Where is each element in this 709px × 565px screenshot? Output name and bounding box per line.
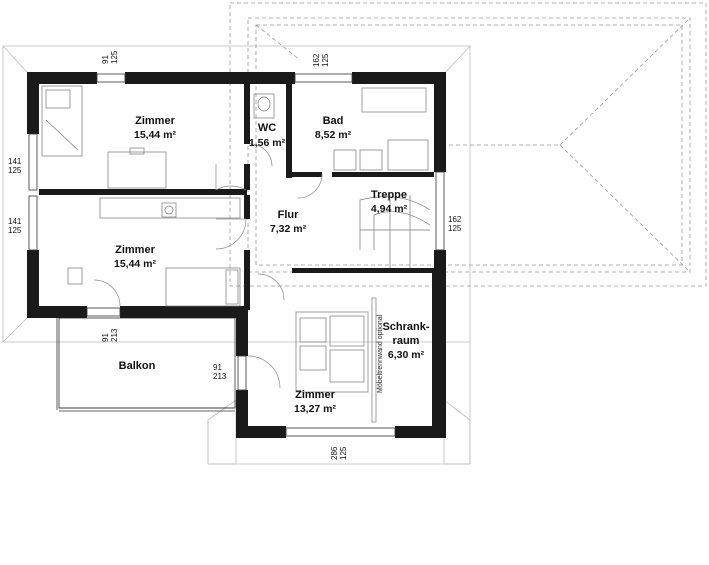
- room-name-line2: raum: [393, 335, 420, 347]
- windows-doors: [28, 73, 445, 437]
- dim-width: 141: [8, 217, 22, 226]
- room-schrankraum: Schrank- raum 6,30 m²: [382, 321, 429, 361]
- walls: [27, 72, 446, 438]
- room-zimmer-s: Zimmer 13,27 m²: [294, 389, 337, 415]
- dim-right-stair-window: 162 125: [448, 215, 462, 233]
- room-name: Zimmer: [115, 244, 155, 256]
- room-area: 6,30 m²: [388, 349, 425, 361]
- dim-width: 141: [8, 157, 22, 166]
- dim-width: 286: [330, 446, 339, 460]
- dim-height: 125: [110, 50, 119, 64]
- dim-height: 213: [110, 328, 119, 342]
- room-area: 1,56 m²: [249, 137, 286, 149]
- dim-top-left-window: 91 125: [101, 50, 119, 64]
- room-name: Zimmer: [295, 389, 335, 401]
- room-zimmer-w: Zimmer 15,44 m²: [114, 244, 157, 270]
- room-wc: WC 1,56 m²: [249, 122, 286, 149]
- dim-height: 125: [8, 226, 22, 235]
- room-flur: Flur 7,32 m²: [270, 209, 307, 235]
- furniture: [41, 85, 431, 423]
- dim-height: 125: [8, 166, 22, 175]
- dim-bottom-window: 286 125: [330, 446, 348, 460]
- dim-height: 213: [213, 372, 227, 381]
- room-name: Balkon: [119, 360, 156, 372]
- room-name: Flur: [278, 209, 299, 221]
- dim-width: 91: [101, 55, 110, 64]
- room-balkon: Balkon: [119, 360, 156, 372]
- room-treppe: Treppe 4,94 m²: [371, 189, 408, 215]
- dim-height: 125: [321, 53, 330, 67]
- garage-roof-dashed: [229, 2, 707, 287]
- room-name: WC: [258, 122, 276, 134]
- room-area: 15,44 m²: [114, 258, 157, 270]
- dim-balkon-door-right: 91 213: [213, 363, 227, 381]
- partition-note: Möbeltrennwand optional: [377, 314, 384, 393]
- dim-balkon-door-left: 91 213: [101, 328, 119, 342]
- room-area: 7,32 m²: [270, 223, 307, 235]
- room-area: 4,94 m²: [371, 203, 408, 215]
- dim-width: 162: [312, 53, 321, 67]
- room-bad: Bad 8,52 m²: [315, 115, 352, 141]
- room-area: 13,27 m²: [294, 403, 337, 415]
- room-area: 8,52 m²: [315, 129, 352, 141]
- dim-width: 91: [101, 333, 110, 342]
- room-name: Zimmer: [135, 115, 175, 127]
- dim-width: 162: [448, 215, 462, 224]
- room-name-line1: Schrank-: [382, 321, 429, 333]
- dim-height: 125: [339, 446, 348, 460]
- dim-left-lower-window: 141 125: [8, 217, 22, 235]
- room-area: 15,44 m²: [134, 129, 177, 141]
- dim-width: 91: [213, 363, 222, 372]
- roof-outline: [2, 45, 471, 465]
- dim-left-upper-window: 141 125: [8, 157, 22, 175]
- room-name: Bad: [323, 115, 344, 127]
- room-zimmer-nw: Zimmer 15,44 m²: [134, 115, 177, 141]
- dim-top-bad-window: 162 125: [312, 53, 330, 67]
- room-name: Treppe: [371, 189, 407, 201]
- dim-height: 125: [448, 224, 462, 233]
